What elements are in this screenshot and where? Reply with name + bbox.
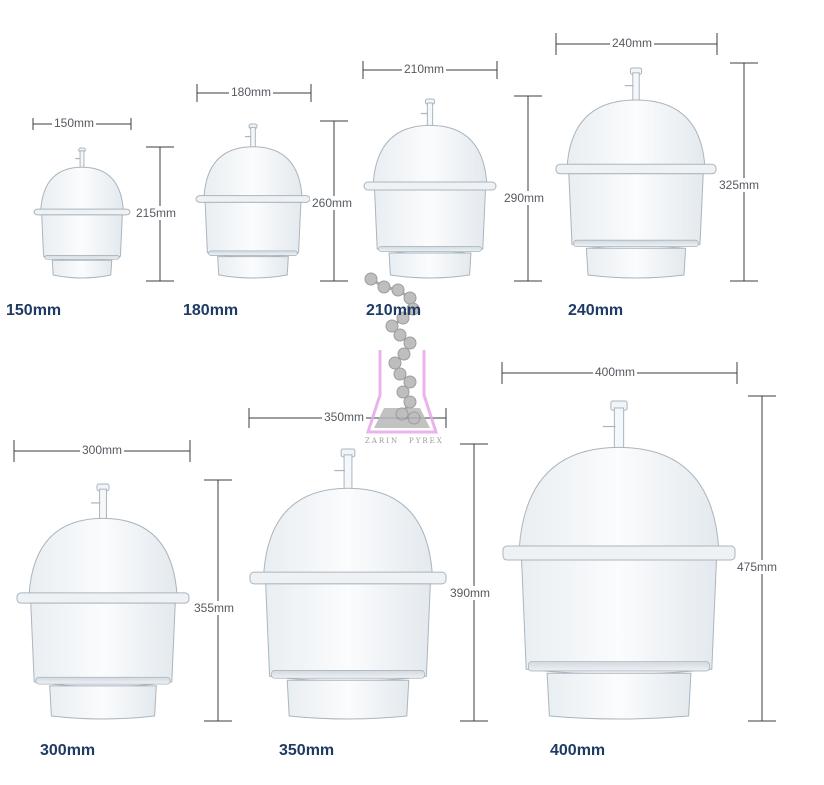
molecule-bead <box>385 319 399 333</box>
height-dimension-line <box>204 479 232 722</box>
width-label-300: 300mm <box>80 443 125 457</box>
lid-dome <box>566 99 706 167</box>
size-caption-300: 300mm <box>40 742 96 759</box>
rim-flange <box>502 545 736 561</box>
width-label-400: 400mm <box>593 365 638 379</box>
height-label-180: 260mm <box>310 196 355 210</box>
size-caption-350: 350mm <box>279 742 335 759</box>
width-label-240: 240mm <box>610 36 655 50</box>
molecule-bead <box>403 395 417 409</box>
molecule-bead <box>397 347 411 361</box>
rim-flange <box>363 181 497 191</box>
height-label-300: 355mm <box>192 601 237 615</box>
vessel-body <box>30 602 176 688</box>
molecule-bead <box>395 407 409 421</box>
desiccator <box>502 400 736 720</box>
height-dimension-line <box>748 395 776 722</box>
desiccant-plate <box>573 239 699 247</box>
molecule-bead <box>407 411 421 425</box>
vessel-base <box>217 256 289 279</box>
width-label-150: 150mm <box>52 116 97 130</box>
watermark-logo <box>364 272 439 434</box>
molecule-bead <box>391 283 405 297</box>
size-caption-400: 400mm <box>550 742 606 759</box>
vessel-base <box>585 247 687 279</box>
molecule-bead <box>377 280 391 294</box>
stopcock-stem <box>250 126 256 150</box>
vessel-body <box>521 559 717 675</box>
stopcock-stem <box>79 150 85 170</box>
vessel-body <box>204 201 302 259</box>
desiccator <box>33 147 131 279</box>
lid-dome <box>518 446 720 549</box>
lid-dome <box>372 124 488 184</box>
lid-dome <box>28 517 178 596</box>
molecule-bead <box>393 367 407 381</box>
molecule-bead <box>393 328 407 342</box>
vessel-base <box>546 672 692 720</box>
height-label-210: 290mm <box>502 191 547 205</box>
watermark-text-right: PYREX <box>409 437 444 445</box>
width-label-210: 210mm <box>402 62 447 76</box>
desiccant-plate <box>44 255 120 260</box>
vessel-body <box>265 583 431 682</box>
width-label-180: 180mm <box>229 85 274 99</box>
width-label-350: 350mm <box>322 410 367 424</box>
rim-flange <box>16 592 190 604</box>
rim-flange <box>33 208 131 216</box>
size-caption-180: 180mm <box>183 302 239 319</box>
vessel-base <box>388 252 472 279</box>
height-dimension-line <box>730 62 758 282</box>
desiccator <box>195 123 311 279</box>
desiccant-plate <box>271 670 425 679</box>
molecule-bead <box>364 272 378 286</box>
stopcock-stem <box>343 454 353 493</box>
desiccator <box>363 98 497 279</box>
stopcock-stem <box>632 72 640 104</box>
size-caption-150: 150mm <box>6 302 62 319</box>
molecule-bead <box>396 385 410 399</box>
vessel-base <box>286 679 410 720</box>
molecule-bead <box>406 302 420 316</box>
lid-dome <box>203 146 303 198</box>
vessel-body <box>568 173 704 250</box>
height-label-240: 325mm <box>717 178 762 192</box>
desiccator <box>16 483 190 720</box>
desiccant-plate <box>378 245 482 253</box>
height-label-400: 475mm <box>735 560 780 574</box>
height-label-150: 215mm <box>134 206 179 220</box>
rim-flange <box>555 163 717 175</box>
size-caption-210: 210mm <box>366 302 422 319</box>
vessel-base <box>51 259 113 279</box>
watermark-text-left: ZARIN <box>365 437 400 445</box>
molecule-bead <box>403 375 417 389</box>
height-dimension-line <box>514 95 542 282</box>
watermark-flask <box>364 272 439 434</box>
desiccant-plate <box>208 250 298 256</box>
rim-flange <box>195 195 311 203</box>
desiccator <box>555 67 717 279</box>
molecule-bead <box>403 336 417 350</box>
glass-vessels <box>16 67 736 720</box>
vessel-body <box>41 214 123 262</box>
height-dimension-line <box>460 443 488 722</box>
desiccant-plate <box>528 661 710 672</box>
flask-outline <box>365 350 439 434</box>
size-caption-240: 240mm <box>568 302 624 319</box>
vessel-body <box>374 189 486 255</box>
rim-flange <box>249 571 447 585</box>
vessel-base <box>49 685 157 720</box>
height-label-350: 390mm <box>448 586 493 600</box>
lid-dome <box>263 487 433 575</box>
desiccator <box>249 448 447 720</box>
stopcock-stem <box>99 488 107 523</box>
lid-dome <box>40 166 124 211</box>
molecule-bead <box>396 311 410 325</box>
stopcock-stem <box>426 102 434 129</box>
desiccant-plate <box>35 676 171 685</box>
molecule-bead <box>388 356 402 370</box>
stopcock-stem <box>613 407 625 453</box>
